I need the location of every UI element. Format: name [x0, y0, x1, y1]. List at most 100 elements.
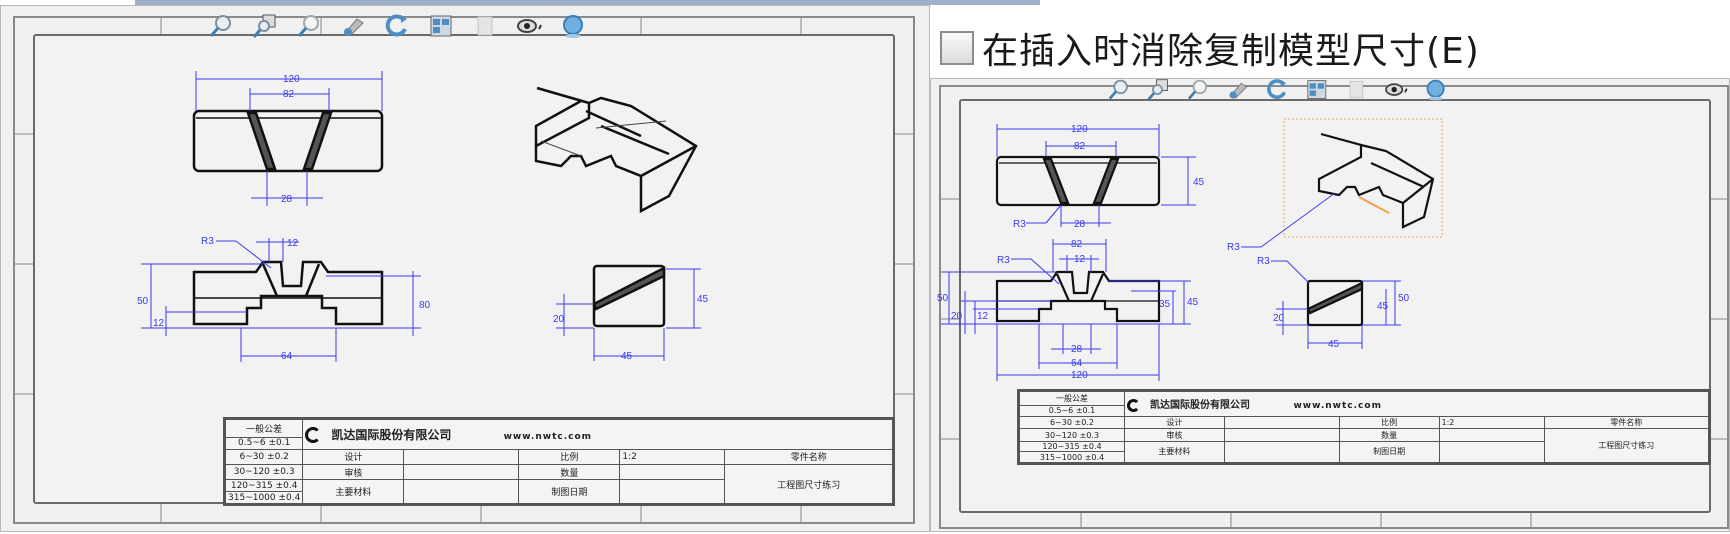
dim-front-top-slot[interactable]: 82	[1071, 239, 1083, 250]
tolerance-row: 120~315 ±0.4	[224, 479, 304, 493]
tolerance-row: 30~120 ±0.3	[1019, 428, 1125, 442]
window-edge	[0, 0, 135, 5]
dim-front-base[interactable]: 64	[1071, 358, 1083, 369]
quantity-label: 数量	[518, 464, 621, 481]
zoom-to-area-icon[interactable]	[243, 12, 287, 40]
designer-value[interactable]	[1223, 415, 1340, 430]
part-name-value[interactable]: 工程图尺寸练习	[724, 464, 893, 504]
dim-top-bottom-slot[interactable]: 28	[1074, 219, 1086, 230]
eliminate-duplicate-dims-option[interactable]: 在插入时消除复制模型尺寸(E)	[940, 22, 1480, 74]
dim-front-gap[interactable]: 12	[287, 238, 299, 249]
dim-top-slot[interactable]: 82	[1074, 141, 1086, 152]
scale-label: 比例	[1338, 415, 1440, 430]
dim-iso-radius[interactable]: R3	[1227, 242, 1240, 253]
designer-label: 设计	[1124, 415, 1225, 430]
dim-front-base[interactable]: 64	[281, 351, 293, 362]
scale-value[interactable]: 1:2	[1438, 415, 1545, 430]
dim-front-slot[interactable]: 28	[1071, 344, 1083, 355]
part-name-value[interactable]: 工程图尺寸练习	[1543, 428, 1709, 463]
dim-side-radius[interactable]: R3	[1257, 256, 1270, 267]
quantity-value[interactable]	[619, 464, 726, 481]
rotate-icon[interactable]	[375, 12, 419, 40]
appearance-icon[interactable]	[1416, 77, 1456, 102]
dim-side-inner-height[interactable]: 45	[1377, 301, 1389, 312]
selected-view-highlight[interactable]	[1283, 118, 1443, 238]
scale-value[interactable]: 1:2	[619, 448, 726, 466]
eliminate-duplicate-dims-checkbox[interactable]	[940, 31, 974, 65]
front-view	[995, 270, 1161, 323]
dim-side-height[interactable]: 45	[697, 294, 709, 305]
company-logo-icon	[305, 427, 322, 444]
dim-side-width[interactable]: 45	[1328, 339, 1340, 350]
dim-top-bottom-slot[interactable]: 28	[281, 194, 293, 205]
rotate-icon[interactable]	[1257, 77, 1297, 102]
tolerance-row: 30~120 ±0.3	[224, 464, 304, 481]
appearance-icon[interactable]	[551, 12, 595, 40]
dim-front-height[interactable]: 50	[937, 293, 949, 304]
dim-front-right[interactable]: 45	[1187, 297, 1199, 308]
tolerance-row: 6~30 ±0.2	[1019, 415, 1125, 430]
tolerance-row: 315~1000 ±0.4	[1019, 451, 1125, 463]
tolerance-header: 一般公差	[224, 419, 304, 438]
side-view	[592, 264, 666, 328]
zoom-to-fit-icon[interactable]	[199, 12, 243, 40]
tolerance-row: 6~30 ±0.2	[224, 448, 304, 466]
dim-front-total[interactable]: 120	[1071, 370, 1088, 381]
designer-value[interactable]	[403, 448, 520, 466]
checker-value[interactable]	[403, 464, 520, 481]
sheet-border-outer	[939, 85, 1729, 529]
right-drawing-viewport[interactable]: 120 82 45 R3 28 R3	[930, 78, 1730, 532]
dim-top-width[interactable]: 120	[283, 74, 300, 85]
pan-icon[interactable]	[1218, 77, 1258, 102]
display-style-icon[interactable]	[463, 12, 507, 40]
dim-front-lower[interactable]: 20	[951, 311, 963, 322]
date-value[interactable]	[619, 479, 726, 504]
dim-side-width[interactable]: 45	[621, 351, 633, 362]
dim-front-foot[interactable]: 12	[977, 311, 989, 322]
heads-up-view-toolbar	[199, 12, 595, 40]
left-drawing-viewport[interactable]: 120 82 28	[0, 5, 930, 532]
pan-icon[interactable]	[331, 12, 375, 40]
date-value[interactable]	[1438, 440, 1545, 464]
dim-side-low[interactable]: 20	[553, 314, 565, 325]
dim-top-width[interactable]: 120	[1071, 124, 1088, 135]
window-title-strip	[135, 0, 1040, 5]
left-drawing-canvas: 120 82 28	[13, 16, 915, 524]
dim-front-step[interactable]: 35	[1159, 299, 1171, 310]
hide-show-icon[interactable]	[1376, 77, 1416, 102]
dim-top-depth[interactable]: 45	[1193, 177, 1205, 188]
dim-front-radius[interactable]: R3	[201, 236, 214, 247]
dim-front-radius[interactable]: R3	[997, 255, 1010, 266]
company-name: 凯达国际股份有限公司	[331, 427, 452, 442]
dim-front-right[interactable]: 80	[419, 300, 431, 311]
checkbox-label[interactable]: 在插入时消除复制模型尺寸(E)	[982, 31, 1480, 72]
dim-front-height[interactable]: 50	[137, 296, 149, 307]
company-cell: 凯达国际股份有限公司 www.nwtc.com	[302, 419, 893, 450]
date-label: 制图日期	[518, 479, 621, 504]
dim-top-radius[interactable]: R3	[1013, 219, 1026, 230]
dim-top-slot[interactable]: 82	[283, 89, 295, 100]
zoom-to-area-icon[interactable]	[1139, 77, 1179, 102]
company-url: www.nwtc.com	[503, 431, 593, 442]
hide-show-icon[interactable]	[507, 12, 551, 40]
zoom-in-out-icon[interactable]	[287, 12, 331, 40]
dim-front-gap[interactable]: 12	[1074, 254, 1086, 265]
display-style-icon[interactable]	[1337, 77, 1377, 102]
checker-label: 审核	[302, 464, 405, 481]
dim-side-height[interactable]: 50	[1398, 293, 1410, 304]
zoom-in-out-icon[interactable]	[1178, 77, 1218, 102]
view-orientation-icon[interactable]	[419, 12, 463, 40]
tolerance-header: 一般公差	[1019, 391, 1125, 406]
material-value[interactable]	[403, 479, 520, 504]
checker-value[interactable]	[1223, 428, 1340, 442]
designer-label: 设计	[302, 448, 405, 466]
material-value[interactable]	[1223, 440, 1340, 464]
company-url: www.nwtc.com	[1293, 401, 1382, 412]
company-name: 凯达国际股份有限公司	[1150, 400, 1250, 412]
title-block: 一般公差 凯达国际股份有限公司 www.nwtc.com 0.5~6 ±0.1 …	[223, 417, 895, 506]
dim-front-foot[interactable]: 12	[153, 318, 165, 329]
view-orientation-icon[interactable]	[1297, 77, 1337, 102]
quantity-value[interactable]	[1438, 428, 1545, 442]
dim-side-low[interactable]: 20	[1273, 313, 1285, 324]
zoom-to-fit-icon[interactable]	[1099, 77, 1139, 102]
